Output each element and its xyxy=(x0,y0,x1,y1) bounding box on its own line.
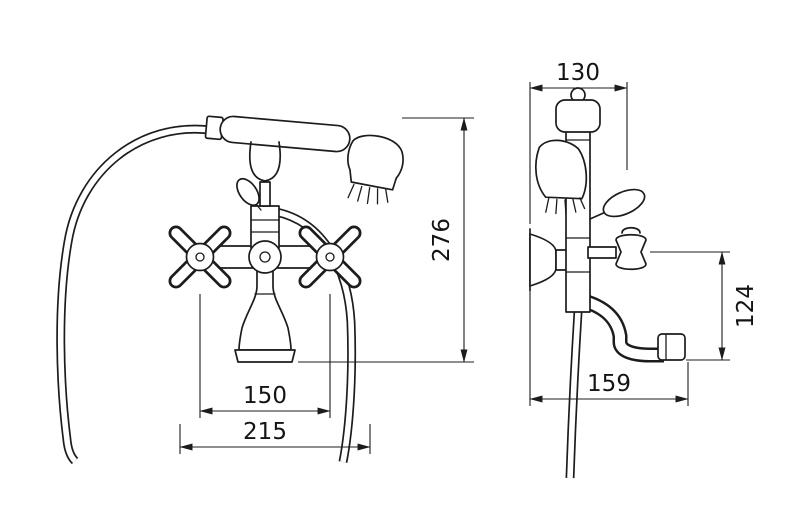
side-spout xyxy=(577,292,686,363)
spout-height-dimension: 124 xyxy=(650,251,759,361)
boss-outer xyxy=(248,240,282,274)
side-shower-head xyxy=(534,139,588,215)
spout-tip xyxy=(657,333,686,361)
handle-hub-dot xyxy=(195,252,205,262)
fringe-line xyxy=(385,188,389,203)
shower-head-bell xyxy=(347,134,404,191)
cradle-support xyxy=(259,181,271,207)
body-column xyxy=(565,105,591,313)
fringe-line xyxy=(579,197,586,210)
side-cross-handle xyxy=(587,226,647,271)
dim-label-side-top-width: 130 xyxy=(556,60,600,86)
cross-handle-left xyxy=(168,225,232,289)
fringe-line xyxy=(564,199,567,215)
side-view xyxy=(529,87,686,479)
shower-head-bell xyxy=(534,139,588,200)
lever-knob xyxy=(236,177,260,207)
dimensions: 276 150 215 130 124 xyxy=(179,60,759,454)
shower-cradle xyxy=(248,141,282,182)
dim-label-front-height: 276 xyxy=(429,218,455,262)
shower-hose-left xyxy=(56,124,211,465)
fringe-line xyxy=(376,188,379,205)
fringe-line xyxy=(347,183,355,199)
handle-hub-dot xyxy=(325,252,335,262)
fringe-line xyxy=(545,197,550,213)
side-hose xyxy=(565,311,583,479)
knob-stem xyxy=(587,246,617,259)
hand-shower-head xyxy=(347,134,404,205)
boss-inner xyxy=(259,251,271,263)
fringe-line xyxy=(572,198,577,213)
dim-label-spout-height: 124 xyxy=(733,284,759,328)
side-body xyxy=(565,105,591,313)
fringe-line xyxy=(357,185,363,202)
shower-clamp xyxy=(555,87,601,133)
knob-profile xyxy=(615,233,647,271)
hose-fill xyxy=(567,311,581,479)
side-lever-handle xyxy=(589,188,646,220)
clamp-bracket xyxy=(555,99,601,133)
dim-label-overall-width: 215 xyxy=(243,419,287,445)
spout-base xyxy=(234,349,296,363)
fringe-line xyxy=(366,186,371,205)
dim-label-handle-spacing: 150 xyxy=(243,383,287,409)
center-boss xyxy=(248,240,282,274)
handle-hub xyxy=(185,242,215,272)
hose-fill xyxy=(57,126,211,463)
lever-knob xyxy=(602,188,646,218)
handle-hub xyxy=(315,242,345,272)
handle-grip xyxy=(219,115,351,153)
dim-label-side-depth: 159 xyxy=(587,371,631,397)
front-width-dimension: 215 xyxy=(179,419,371,454)
cross-handle-right xyxy=(298,225,362,289)
front-view xyxy=(56,115,404,465)
handle-spacing-dimension: 150 xyxy=(199,294,331,418)
knob-cap xyxy=(621,226,641,234)
wall-flange xyxy=(529,228,569,292)
spout-tube-fill xyxy=(578,295,664,360)
front-height-dimension: 276 xyxy=(298,117,474,363)
tub-spout xyxy=(234,267,296,363)
hand-shower-handle xyxy=(204,115,351,153)
diverter-lever xyxy=(236,177,262,211)
side-depth-dimension: 159 xyxy=(529,292,689,406)
fringe-line xyxy=(555,198,558,215)
side-top-width-dimension: 130 xyxy=(529,60,628,224)
